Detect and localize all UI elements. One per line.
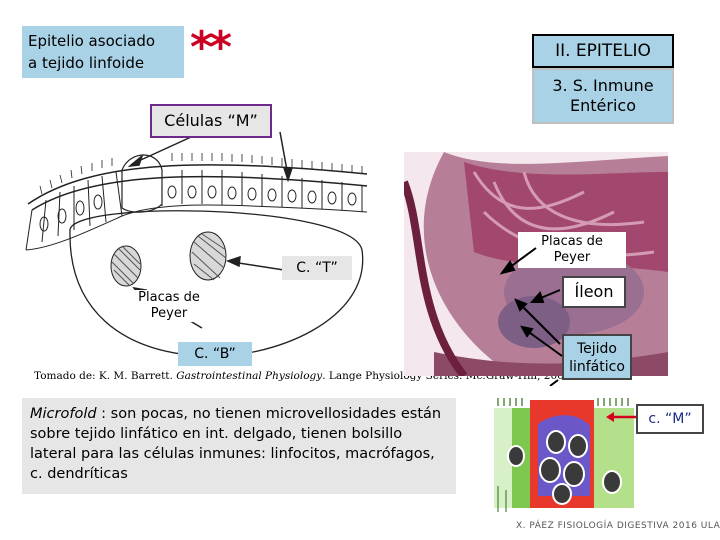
credit-book: Gastrointestinal Physiology [176, 370, 323, 382]
tejido-line-2: linfático [569, 359, 625, 375]
title-line-1: Epitelio asociado [28, 32, 156, 50]
label-celulas-m: Células “M” [150, 104, 272, 138]
label-placas-peyer-right: Placas de Peyer [518, 232, 626, 268]
tejido-line-1: Tejido [576, 341, 618, 357]
label-ileon: Íleon [562, 276, 626, 308]
description-text: : son pocas, no tienen microvellosidades… [30, 406, 442, 482]
lymphoid-follicles [110, 231, 227, 287]
description-box: Microfold : son pocas, no tienen microve… [22, 398, 456, 494]
placas-left-line-1: Placas de [138, 290, 200, 305]
epithelium-diagram [25, 131, 368, 357]
title-line-2: a tejido linfoide [28, 54, 145, 72]
section-badge-inmune: 3. S. Inmune Entérico [532, 68, 674, 124]
placas-right-line-1: Placas de [541, 234, 603, 249]
placas-left-line-2: Peyer [150, 306, 188, 321]
lymphocytes [507, 430, 622, 505]
m-cell-pocket [121, 154, 163, 213]
inmune-line-2: Entérico [570, 96, 636, 115]
inmune-line-1: 3. S. Inmune [552, 76, 654, 95]
footer-credit: X. PÁEZ FISIOLOGÍA DIGESTIVA 2016 ULA [516, 521, 720, 531]
label-tejido-linfatico: Tejido linfático [562, 334, 632, 380]
placas-right-line-2: Peyer [553, 250, 591, 265]
photo-arrows [499, 247, 563, 387]
credit-line: Tomado de: K. M. Barrett. Gastrointestin… [34, 370, 574, 382]
cm-arrow [606, 412, 636, 422]
label-celula-m: c. “M” [636, 404, 704, 434]
epithelial-cells [25, 170, 368, 251]
label-celulas-b: C. “B” [178, 342, 252, 366]
title-box: Epitelio asociado a tejido linfoide [22, 26, 184, 78]
peyer-dome [69, 210, 364, 357]
label-placas-peyer-left: Placas de Peyer [126, 290, 212, 322]
description-term: Microfold [30, 406, 97, 422]
microvilli [39, 153, 363, 195]
brush-border [27, 164, 368, 211]
stars-mark: ** [190, 22, 232, 73]
label-celulas-t: C. “T” [282, 256, 352, 280]
credit-prefix: Tomado de: K. M. Barrett. [34, 370, 177, 382]
section-badge-epitelio: II. EPITELIO [532, 34, 674, 68]
m-cell-illustration [494, 386, 634, 512]
